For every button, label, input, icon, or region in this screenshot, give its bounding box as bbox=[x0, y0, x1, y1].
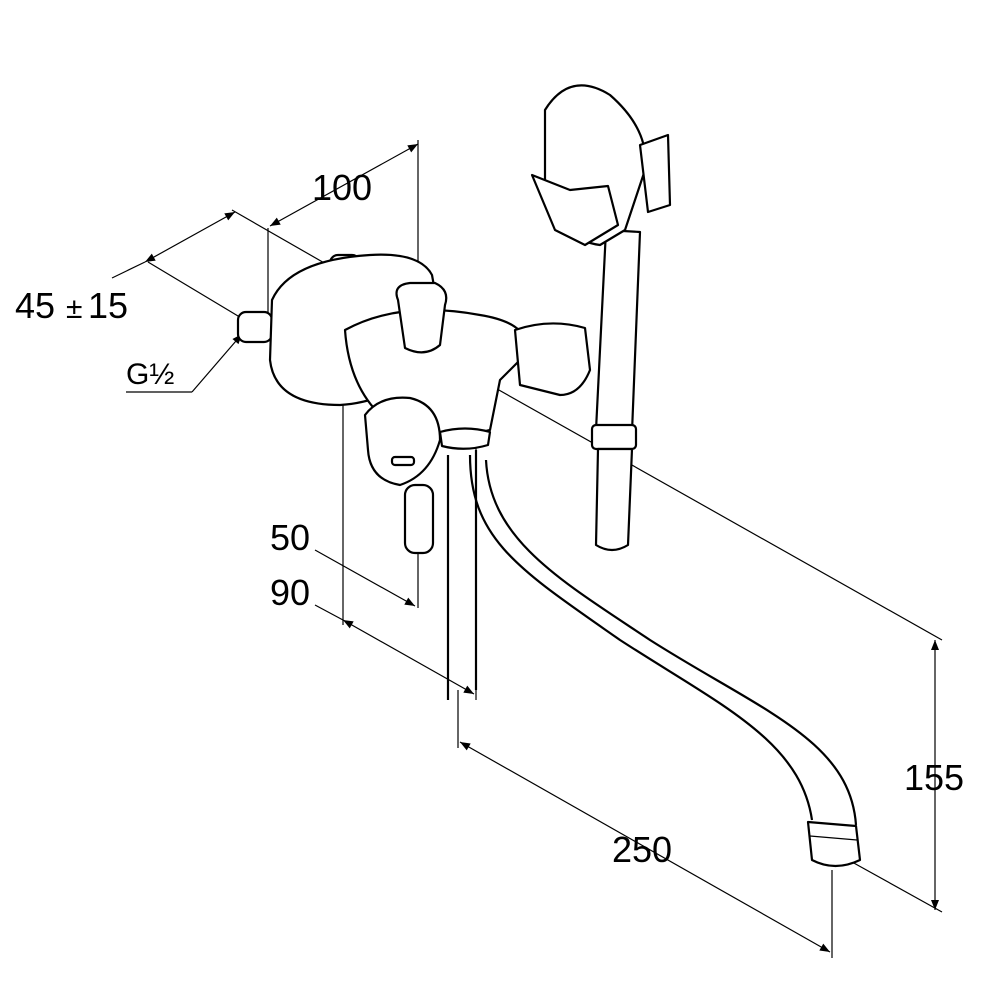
mixer-body bbox=[236, 253, 592, 555]
label-50: 50 bbox=[270, 517, 310, 558]
label-45: 45 bbox=[15, 285, 55, 326]
label-100: 100 bbox=[312, 167, 372, 208]
label-90: 90 bbox=[270, 572, 310, 613]
label-tolerance-sign: ± bbox=[66, 292, 82, 325]
label-250: 250 bbox=[612, 829, 672, 870]
label-thread: G½ bbox=[126, 358, 174, 391]
dimension-155 bbox=[489, 384, 943, 913]
label-tolerance: 15 bbox=[88, 285, 128, 326]
dimension-250 bbox=[457, 690, 833, 958]
thread-leader bbox=[126, 333, 243, 393]
spout bbox=[446, 450, 862, 868]
dimension-50 bbox=[314, 500, 419, 608]
label-155: 155 bbox=[904, 757, 964, 798]
hand-shower bbox=[530, 84, 672, 552]
